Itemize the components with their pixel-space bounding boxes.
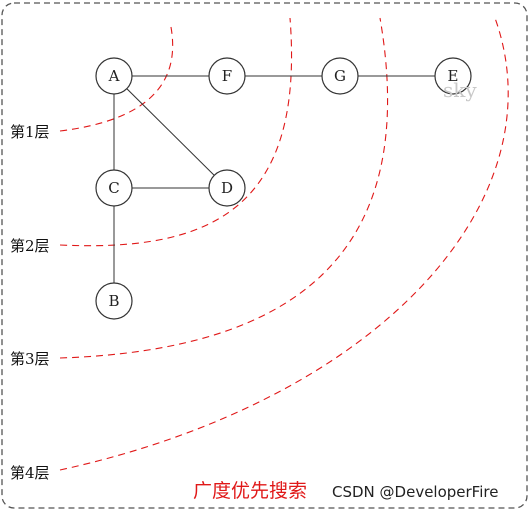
layer-2-label: 第2层 — [10, 237, 50, 255]
layer-4-label: 第4层 — [10, 464, 50, 482]
csdn-watermark: CSDN @DeveloperFire — [332, 483, 498, 501]
node-circle — [321, 57, 359, 95]
node-c: C — [95, 169, 133, 207]
layer-4-boundary — [59, 17, 509, 471]
node-label: G — [334, 67, 346, 85]
node-label: C — [108, 179, 119, 197]
node-b: B — [95, 282, 133, 320]
layer-1-boundary — [59, 21, 174, 132]
node-label: D — [221, 179, 233, 197]
layer-2-boundary — [59, 17, 292, 247]
node-e: E — [434, 57, 472, 95]
diagram-caption: 广度优先搜索 — [193, 480, 307, 502]
node-circle — [95, 57, 133, 95]
node-g: G — [321, 57, 359, 95]
layer-1-label: 第1层 — [10, 123, 50, 141]
node-label: E — [448, 67, 459, 85]
node-circle — [95, 282, 133, 320]
node-label: B — [108, 292, 119, 310]
node-circle — [434, 57, 472, 95]
node-circle — [95, 169, 133, 207]
node-circle — [208, 169, 246, 207]
node-circle — [208, 57, 246, 95]
node-d: D — [208, 169, 246, 207]
node-label: F — [222, 67, 232, 85]
node-a: A — [95, 57, 133, 95]
layer-3-label: 第3层 — [10, 350, 50, 368]
node-f: F — [208, 57, 246, 95]
sky-watermark: sky — [443, 78, 477, 102]
node-label: A — [108, 67, 120, 85]
edge-a-d — [113, 75, 228, 189]
